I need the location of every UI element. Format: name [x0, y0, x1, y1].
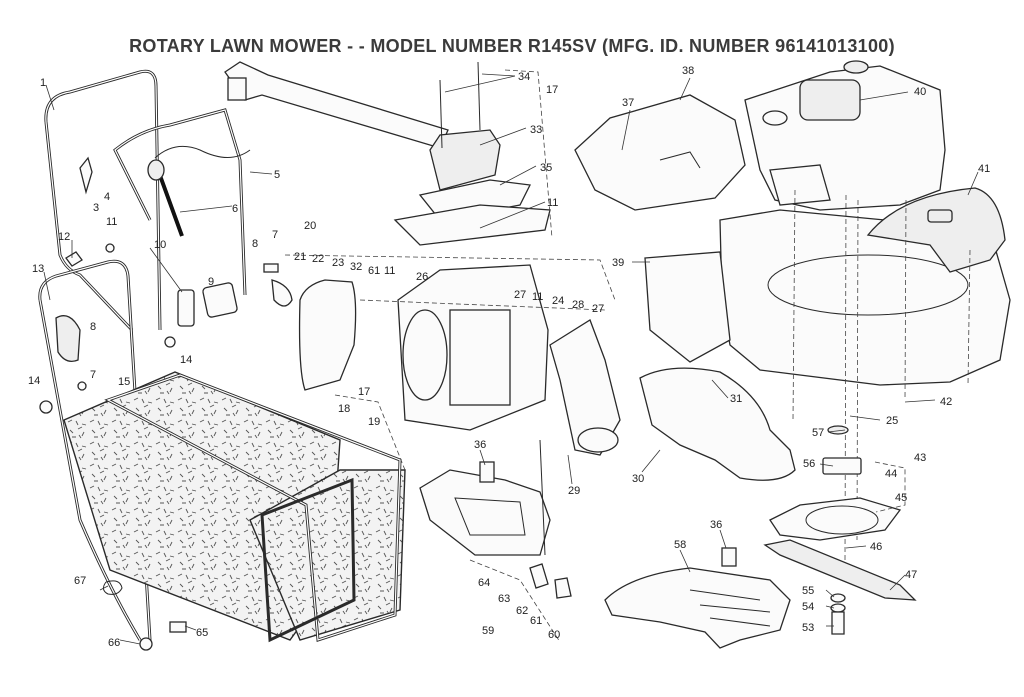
callout-62: 62: [516, 605, 528, 617]
callout-21: 21: [294, 251, 306, 263]
callout-56: 56: [803, 458, 815, 470]
callout-9: 9: [208, 276, 214, 288]
callout-43: 43: [914, 452, 926, 464]
callout-30: 30: [632, 473, 644, 485]
callout-67: 67: [74, 575, 86, 587]
callout-38: 38: [682, 65, 694, 77]
group-brackets: [284, 69, 906, 643]
callout-45: 45: [895, 492, 907, 504]
callout-47: 47: [905, 569, 917, 581]
throttle-cable: [147, 145, 251, 237]
callout-25: 25: [886, 415, 898, 427]
deck: [644, 187, 1011, 386]
callout-33: 33: [530, 124, 542, 136]
callout-1: 1: [40, 77, 46, 89]
discharge-chute: [419, 367, 796, 556]
engine: [744, 60, 946, 211]
callout-27-right: 27: [592, 303, 604, 315]
callout-53: 53: [802, 622, 814, 634]
callout-20: 20: [304, 220, 316, 232]
callout-22: 22: [312, 253, 324, 265]
callout-60: 60: [548, 629, 560, 641]
callout-24: 24: [552, 295, 564, 307]
callout-17-bag: 17: [358, 386, 370, 398]
callout-11-bracket: 11: [384, 265, 395, 277]
callout-66: 66: [108, 637, 120, 649]
callout-15: 15: [118, 376, 130, 388]
grass-catcher-bag: [63, 371, 406, 643]
callout-13: 13: [32, 263, 44, 275]
callout-5: 5: [274, 169, 280, 181]
callout-64: 64: [478, 577, 490, 589]
callout-8-lower: 8: [90, 321, 96, 333]
callout-65: 65: [196, 627, 208, 639]
handle-block-assembly: [393, 61, 551, 246]
callout-57: 57: [812, 427, 824, 439]
callout-14-left: 14: [28, 375, 40, 387]
callout-11-handle: 11: [106, 216, 117, 228]
callout-40: 40: [914, 86, 926, 98]
lower-handle: [38, 259, 152, 641]
carry-handle: [224, 61, 449, 149]
callout-29: 29: [568, 485, 580, 497]
blade-assembly: [763, 189, 971, 635]
callout-44: 44: [885, 468, 897, 480]
callout-17-top: 17: [546, 84, 558, 96]
callout-12: 12: [58, 231, 70, 243]
callout-54: 54: [802, 601, 814, 613]
callout-46: 46: [870, 541, 882, 553]
callout-7-lower: 7: [90, 369, 96, 381]
callout-61-bracket: 61: [368, 265, 380, 277]
callout-61-latch: 61: [530, 615, 542, 627]
callout-3: 3: [93, 202, 99, 214]
callout-59: 59: [482, 625, 494, 637]
callout-19: 19: [368, 416, 380, 428]
callout-58: 58: [674, 539, 686, 551]
callout-28: 28: [572, 299, 584, 311]
callout-39: 39: [612, 257, 624, 269]
callout-26: 26: [416, 271, 428, 283]
callout-7-upper: 7: [272, 229, 278, 241]
callout-55: 55: [802, 585, 814, 597]
callout-11-frame: 11: [532, 291, 543, 303]
handle-brackets: [39, 156, 293, 651]
callout-8-upper: 8: [252, 238, 258, 250]
leader-lines: [43, 73, 979, 645]
callout-6: 6: [232, 203, 238, 215]
callout-27-left: 27: [514, 289, 526, 301]
callout-labels: 1 3 4 5 6 7 7 8 8 9 10 11 11 11 11 12 13…: [28, 65, 990, 649]
callout-41: 41: [978, 163, 990, 175]
callout-4: 4: [104, 191, 110, 203]
latch-parts: [479, 439, 572, 599]
callout-31: 31: [730, 393, 742, 405]
callout-23: 23: [332, 257, 344, 269]
engine-shroud: [574, 94, 746, 211]
mulch-cover: [604, 547, 791, 649]
callout-32: 32: [350, 261, 362, 273]
callout-14-right: 14: [180, 354, 192, 366]
callout-35: 35: [540, 162, 552, 174]
diagram-title: ROTARY LAWN MOWER - - MODEL NUMBER R145S…: [129, 36, 895, 56]
callout-63: 63: [498, 593, 510, 605]
callout-37: 37: [622, 97, 634, 109]
callout-34: 34: [518, 71, 530, 83]
rear-door-and-frame: [298, 264, 621, 456]
callout-42: 42: [940, 396, 952, 408]
callout-11-block: 11: [547, 197, 558, 209]
callout-36-right: 36: [710, 519, 722, 531]
callout-10: 10: [154, 239, 166, 251]
callout-18: 18: [338, 403, 350, 415]
callout-36-left: 36: [474, 439, 486, 451]
control-bail: [113, 108, 247, 296]
upper-handle: [44, 69, 162, 332]
